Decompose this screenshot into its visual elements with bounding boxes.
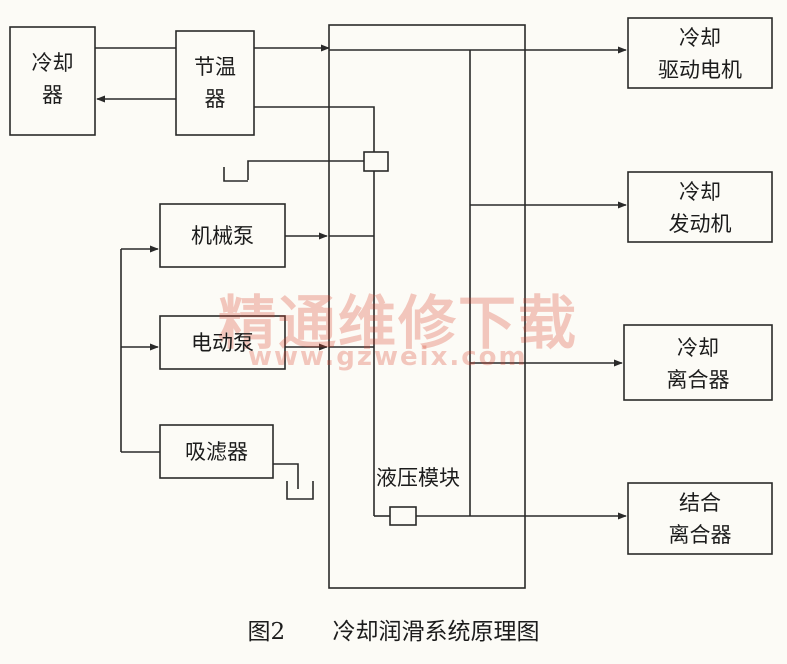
cool-motor-box: [627, 17, 773, 89]
cooler-label: 冷却 器: [31, 51, 74, 107]
cool-clutch-label: 冷却 离合器: [666, 336, 730, 392]
tank-bottom: [286, 481, 314, 500]
engage-clutch-box: [627, 482, 773, 555]
drain-line-top: [247, 160, 364, 180]
figure-caption: 图2 冷却润滑系统原理图: [0, 612, 787, 646]
cool-engine-box: [627, 171, 773, 243]
thermostat-return-line: [254, 106, 375, 152]
thermostat-label: 节温 器: [194, 55, 236, 111]
hydraulic-module-box: [328, 24, 526, 589]
hydraulic-module-label: 液压模块: [376, 466, 460, 490]
valve-top: [363, 151, 389, 172]
tank-top: [223, 167, 248, 182]
figure-title: 冷却润滑系统原理图: [332, 619, 540, 645]
cool-engine-label: 冷却 发动机: [668, 180, 732, 236]
suction-filter-label: 吸滤器: [185, 440, 248, 464]
watermark-text: 精通维修下载: [218, 289, 579, 357]
filter-drain-line: [273, 463, 299, 489]
thermostat-box: [175, 30, 255, 136]
engage-clutch-label: 结合 离合器: [668, 491, 732, 547]
cool-motor-label: 冷却 驱动电机: [658, 26, 742, 82]
elec-pump-box: [159, 315, 286, 370]
elec-pump-label: 电动泵: [191, 331, 254, 355]
cooler-box: [9, 26, 96, 136]
mech-pump-label: 机械泵: [191, 224, 254, 248]
cool-clutch-box: [623, 324, 773, 401]
valve-bottom: [389, 506, 417, 526]
watermark-url: www.gzweix.com: [248, 342, 528, 372]
figure-number: 图2: [247, 619, 286, 645]
